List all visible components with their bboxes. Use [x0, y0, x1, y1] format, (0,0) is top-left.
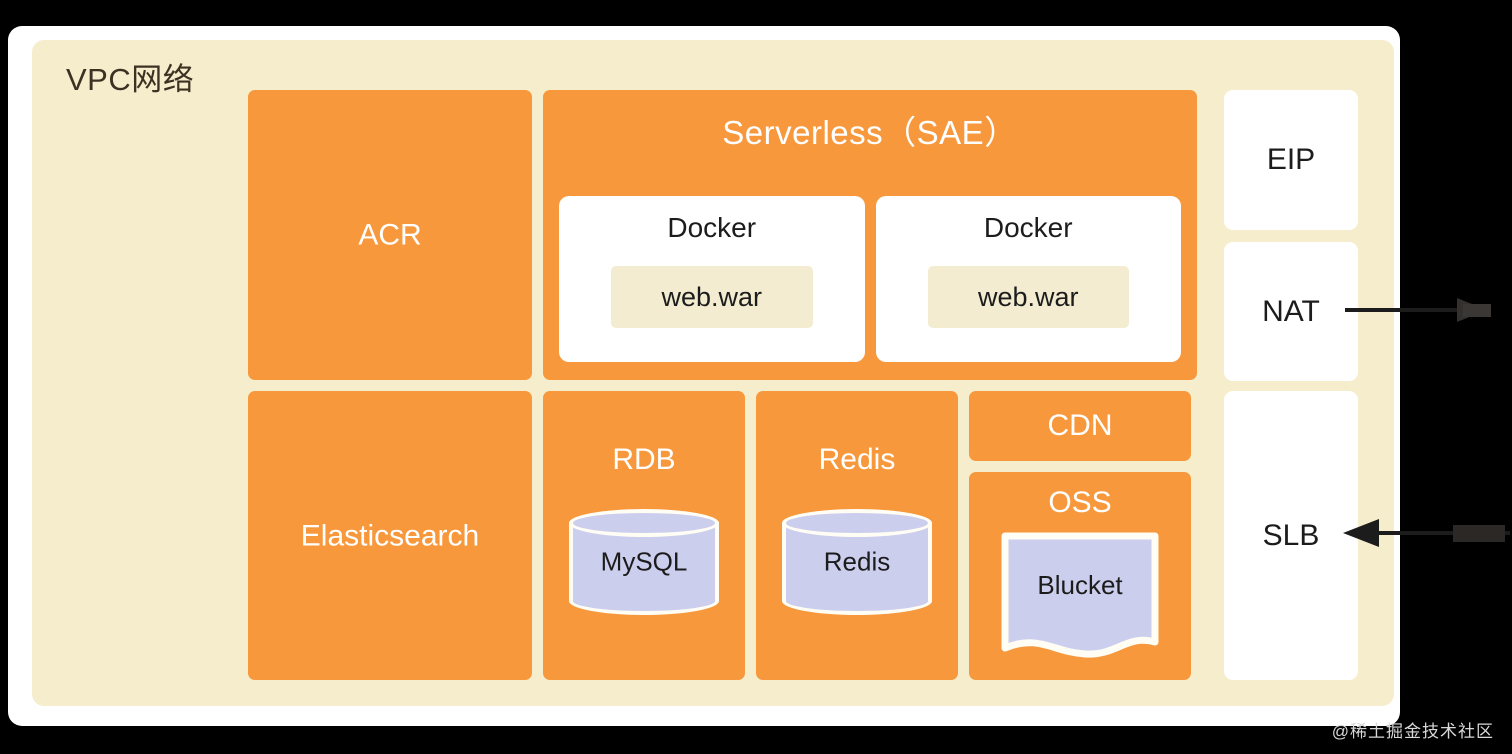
redis-label: Redis [818, 443, 896, 476]
service-stack-cdn-oss: CDN OSS Blucket [969, 391, 1191, 680]
service-box-cdn[interactable]: CDN [969, 391, 1191, 461]
network-box-nat[interactable]: NAT [1224, 242, 1358, 381]
service-box-redis[interactable]: Redis Redis [756, 391, 958, 680]
service-grid: ACR Serverless（SAE） Docker web.war Docke… [248, 90, 1358, 680]
docker-container-2[interactable]: Docker web.war [875, 196, 1181, 362]
rdb-label: RDB [612, 443, 676, 476]
bucket-document-icon: Blucket [999, 530, 1161, 662]
network-box-eip[interactable]: EIP [1224, 90, 1358, 230]
docker-label: Docker [983, 212, 1073, 243]
connector-slb-ingress-arrow [1335, 513, 1510, 553]
service-box-rdb[interactable]: RDB MySQL [543, 391, 745, 680]
service-box-sae[interactable]: Serverless（SAE） Docker web.war Docker we… [543, 90, 1197, 380]
oss-store-label: Blucket [1037, 570, 1123, 600]
sae-title: Serverless（SAE） [722, 114, 1018, 151]
acr-label: ACR [358, 218, 422, 252]
vpc-title: VPC网络 [66, 62, 195, 97]
database-cylinder-icon: MySQL [569, 509, 719, 615]
cdn-label: CDN [1047, 409, 1113, 442]
war-artifact-chip: web.war [611, 266, 813, 328]
rdb-store-label: MySQL [600, 546, 688, 577]
sae-containers: Docker web.war Docker web.war [559, 196, 1181, 362]
eip-label: EIP [1266, 143, 1316, 176]
vpc-network-panel: VPC网络 ACR Serverless（SAE） Docker web.war [32, 40, 1394, 706]
docker-container-1[interactable]: Docker web.war [559, 196, 865, 362]
watermark: @稀土掘金技术社区 [1331, 722, 1494, 741]
elasticsearch-label: Elasticsearch [300, 519, 480, 552]
war-artifact-chip: web.war [927, 266, 1129, 328]
docker-label: Docker [667, 212, 757, 243]
service-box-oss[interactable]: OSS Blucket [969, 472, 1191, 680]
top-row: ACR Serverless（SAE） Docker web.war Docke… [248, 90, 1358, 380]
oss-label: OSS [1048, 486, 1112, 519]
network-box-slb[interactable]: SLB [1224, 391, 1358, 680]
connector-nat-egress-arrow [1345, 290, 1505, 330]
database-cylinder-icon: Redis [782, 509, 932, 615]
slb-label: SLB [1262, 518, 1320, 552]
service-box-acr[interactable]: ACR [248, 90, 532, 380]
redis-store-label: Redis [823, 546, 891, 577]
bottom-row: Elasticsearch RDB MySQL Redis [248, 391, 1358, 680]
service-box-elasticsearch[interactable]: Elasticsearch [248, 391, 532, 680]
nat-label: NAT [1262, 294, 1320, 328]
